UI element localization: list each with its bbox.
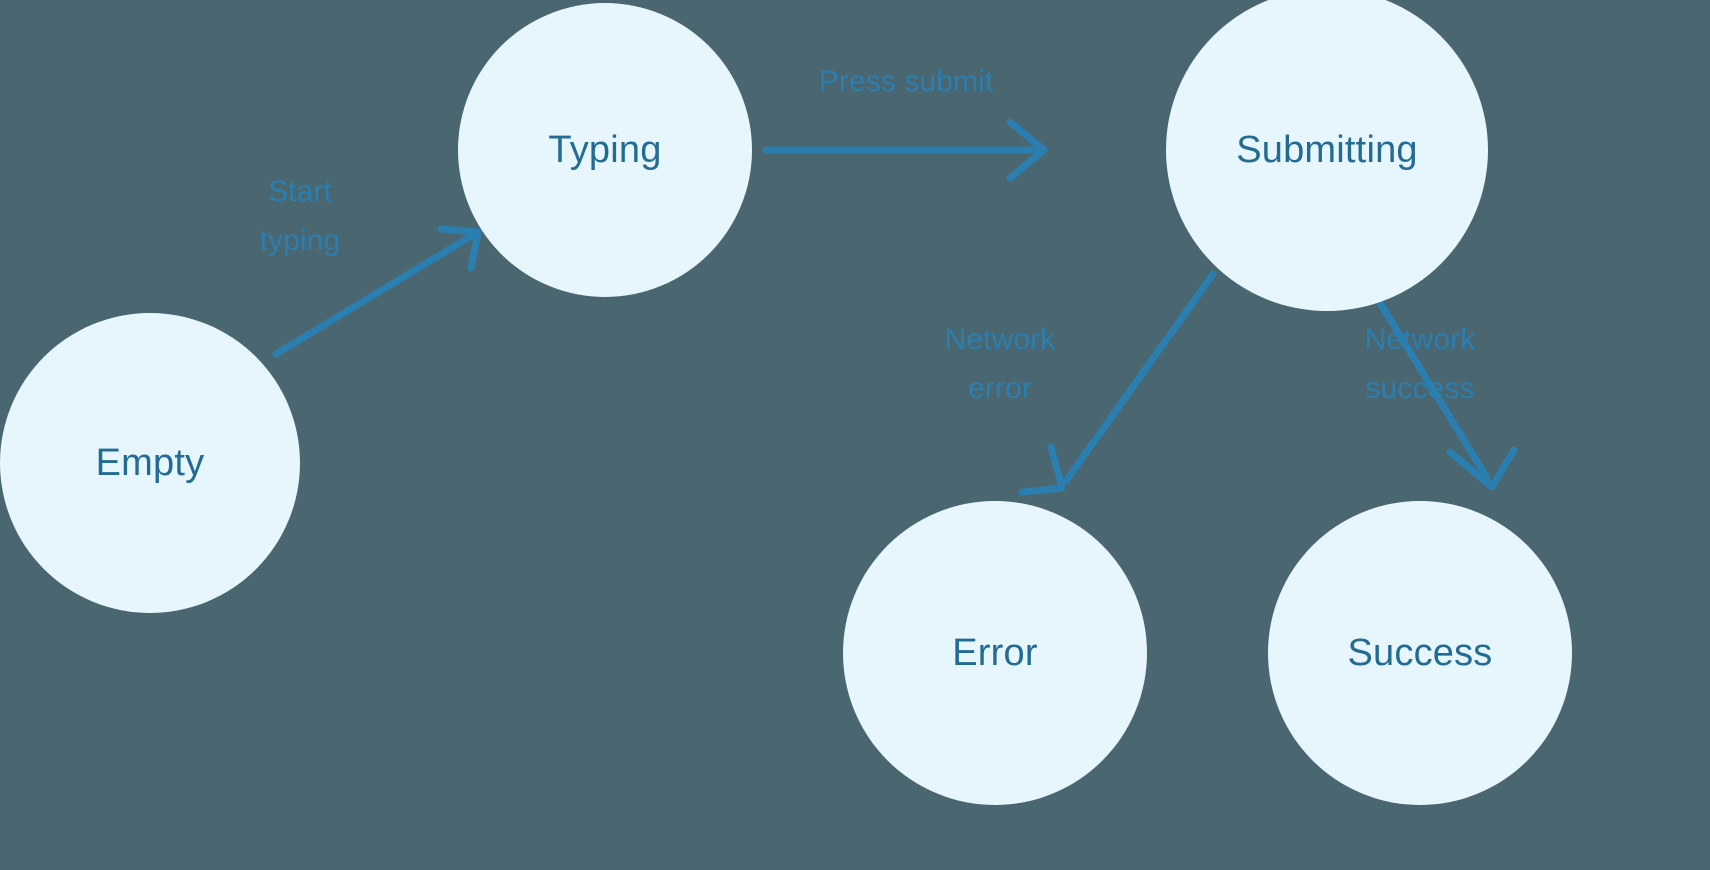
state-node-label: Error xyxy=(952,632,1038,674)
state-node-empty[interactable]: Empty xyxy=(0,313,300,613)
state-node-error[interactable]: Error xyxy=(843,501,1147,805)
edge-label-network-success: Network success xyxy=(1364,323,1476,405)
state-node-submitting[interactable]: Submitting xyxy=(1166,0,1488,311)
state-node-success[interactable]: Success xyxy=(1268,501,1572,805)
state-node-label: Empty xyxy=(95,442,205,484)
state-node-label: Success xyxy=(1347,632,1493,674)
edge-label-press-submit: Press submit xyxy=(818,65,994,98)
edge-submitting-to-error xyxy=(1018,270,1217,496)
edge-label-start-typing: Start typing xyxy=(259,175,341,257)
edge-label-network-error: Network error xyxy=(944,323,1056,405)
state-node-typing[interactable]: Typing xyxy=(458,3,752,297)
edge-submitting-to-success xyxy=(1373,294,1518,491)
state-node-label: Typing xyxy=(548,129,662,171)
edge-typing-to-submitting xyxy=(762,118,1048,182)
state-node-label: Submitting xyxy=(1236,129,1418,171)
edge-empty-to-typing xyxy=(272,225,482,358)
